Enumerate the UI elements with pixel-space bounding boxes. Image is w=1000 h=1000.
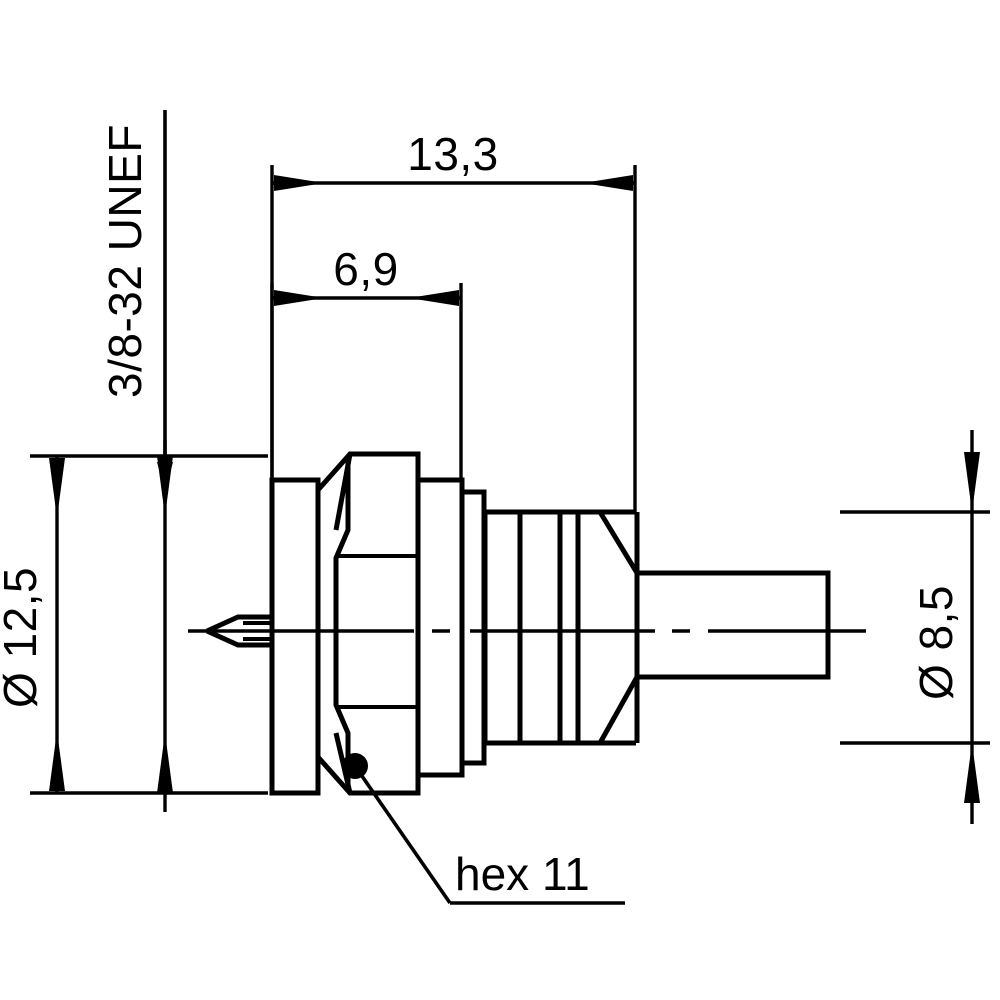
hex-nut-body — [316, 451, 421, 796]
callout-hex-size: hex 11 — [342, 753, 625, 905]
thread-label: 3/8-32 UNEF — [99, 124, 151, 398]
hex-label: hex 11 — [455, 848, 590, 900]
dimension-diameter-cable: Ø 8,5 — [840, 430, 990, 824]
cable-cylinder — [637, 570, 831, 680]
front-flange-block — [269, 477, 321, 796]
dimension-flange-inner-arrows — [157, 440, 173, 812]
dimension-diameter-flange: Ø 12,5 — [0, 454, 268, 795]
crimp-ferrule — [482, 509, 581, 746]
diameter-flange-label: Ø 12,5 — [0, 567, 46, 708]
length-front-label: 6,9 — [333, 243, 398, 295]
diameter-cable-label: Ø 8,5 — [910, 585, 962, 700]
dimension-length-front: 6,9 — [270, 243, 463, 478]
length-total-label: 13,3 — [407, 128, 499, 180]
dimension-thread-unef: 3/8-32 UNEF — [99, 110, 173, 492]
taper-cone — [578, 509, 640, 746]
center-contact-pin — [205, 614, 272, 648]
rear-body-section — [418, 477, 487, 778]
dimension-length-total: 13,3 — [270, 128, 637, 512]
